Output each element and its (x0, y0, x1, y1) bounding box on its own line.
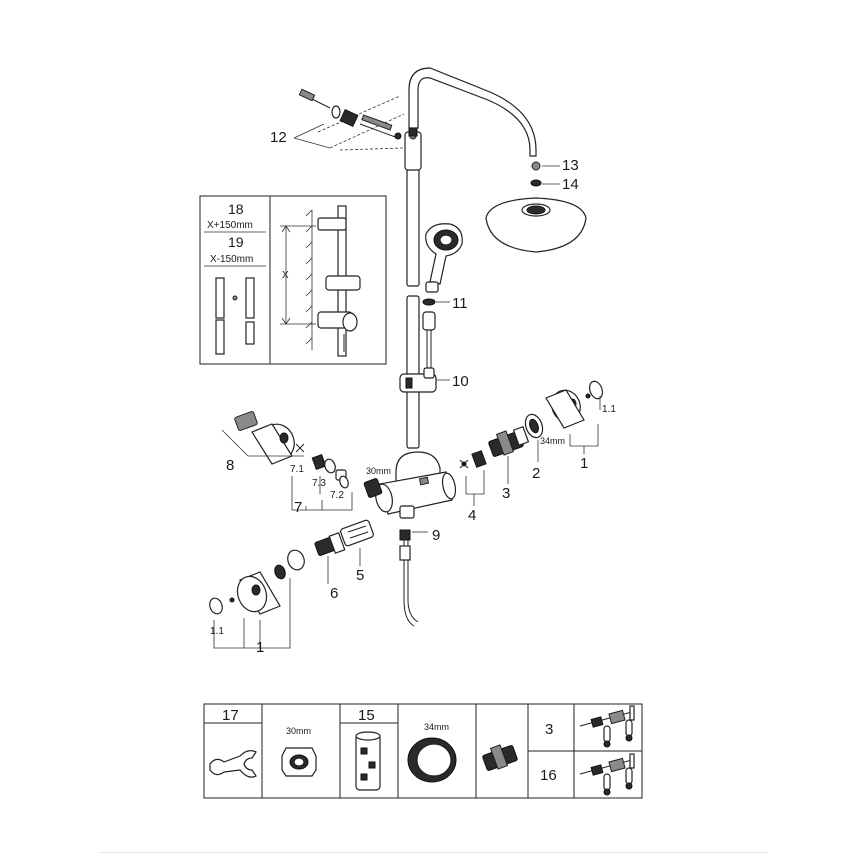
left-handle-1-leader (213, 578, 291, 649)
table-label-3: 3 (545, 721, 553, 738)
callout-13: 13 (562, 157, 579, 174)
callout-14: 14 (562, 176, 579, 193)
table-label-15: 15 (358, 707, 375, 724)
callout-1-1-left: 1.1 (210, 626, 224, 637)
callout-6: 6 (330, 585, 338, 602)
callout-9: 9 (432, 527, 440, 544)
table-dim-30mm: 30mm (286, 726, 311, 736)
thermostat-mixer (375, 451, 457, 519)
inset-dim-x: X (282, 270, 289, 281)
thermo-cartridge-icons-16 (579, 753, 635, 796)
overhead-shower-head (485, 161, 587, 253)
callout-5: 5 (356, 567, 364, 584)
callout-8: 8 (226, 457, 234, 474)
right-handle-assembly (545, 380, 604, 429)
callout-labels: 12 13 14 11 10 1 1.1 2 3 4 9 8 7 7.1 7.3… (210, 123, 616, 656)
table-cartridge (482, 744, 518, 771)
inset-label-18: 18 (228, 201, 244, 217)
dimension-30mm: 30mm (366, 466, 391, 476)
check-valve-leader (465, 470, 485, 506)
right-handle-leader (569, 424, 599, 454)
inset-label-19: 19 (228, 234, 244, 250)
cartridge-6 (314, 532, 346, 556)
left-handle-8 (234, 411, 295, 465)
hand-shower (425, 223, 463, 293)
callout-7: 7 (294, 499, 302, 516)
callout-2: 2 (532, 465, 540, 482)
slide-holder (399, 367, 437, 393)
spare-parts-table: 17 30mm 15 34mm 3 16 (203, 703, 643, 799)
cartridge-3 (488, 426, 530, 457)
inset-label-19-sub: X-150mm (210, 254, 253, 265)
callout-7-3: 7.3 (312, 478, 326, 489)
callout-1-left: 1 (256, 639, 264, 656)
wrench-tool (209, 750, 257, 778)
thermo-cartridge-icons-3 (579, 705, 635, 748)
bracket-guide-line (317, 95, 405, 151)
inset-label-18-sub: X+150mm (207, 220, 253, 231)
callout-11: 11 (452, 295, 468, 312)
extension-sleeve (355, 731, 381, 791)
extension-inset: 18 X+150mm 19 X-150mm X (199, 195, 387, 365)
ring-34mm (407, 737, 457, 783)
table-dim-34mm: 34mm (424, 722, 449, 732)
table-label-16: 16 (540, 767, 557, 784)
adapter-7 (295, 443, 383, 498)
wall-bracket-screws (298, 88, 402, 140)
ring-34 (524, 413, 544, 439)
table-label-17: 17 (222, 707, 239, 724)
lower-hose (399, 529, 419, 627)
check-valve-4 (459, 450, 487, 469)
dimension-34mm: 34mm (540, 436, 565, 446)
shower-arm (408, 67, 537, 157)
callout-1-right: 1 (580, 455, 588, 472)
callout-3: 3 (502, 485, 510, 502)
connector-5 (340, 519, 374, 547)
callout-12: 12 (270, 129, 287, 146)
callout-7-2: 7.2 (330, 490, 344, 501)
callout-1-1-right: 1.1 (602, 404, 616, 415)
hose-seal (422, 298, 436, 306)
nut-30mm (281, 747, 317, 777)
left-handle-1 (209, 549, 305, 615)
shower-riser-pipe (404, 125, 422, 449)
callout-4: 4 (468, 507, 476, 524)
page-divider (100, 852, 768, 853)
callout-7-1: 7.1 (290, 464, 304, 475)
callout-10: 10 (452, 373, 469, 390)
adapter-leader (291, 476, 353, 511)
left-handle-leader (221, 429, 304, 457)
